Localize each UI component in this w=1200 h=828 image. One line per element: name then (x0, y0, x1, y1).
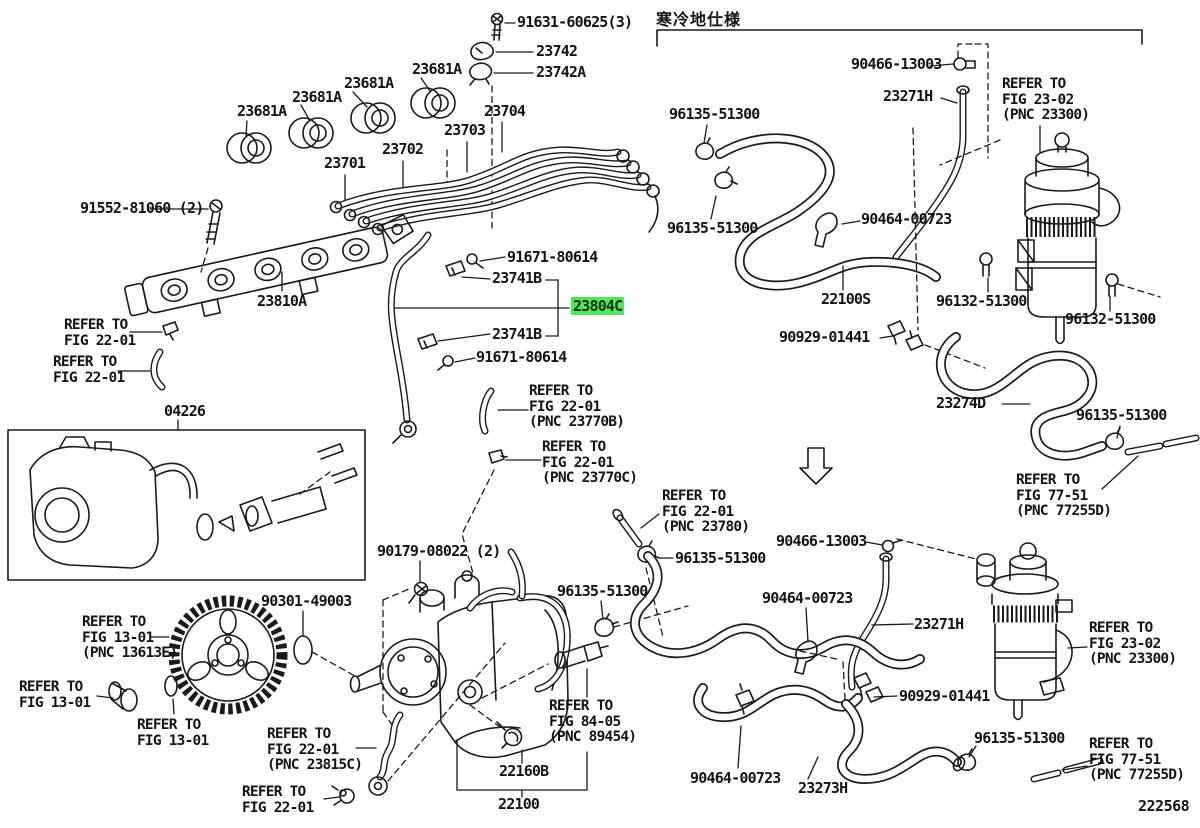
part-label-23741b-2[interactable]: 23741B (492, 325, 542, 343)
bolt-91631-icon (490, 12, 504, 41)
bolt-91552-icon (205, 199, 223, 245)
clip-icon (162, 321, 179, 341)
injection-pipes (329, 146, 660, 236)
part-bracket-22100 (456, 739, 588, 798)
timing-gear (108, 595, 313, 715)
part-label-23271h-1[interactable]: 23271H (883, 87, 933, 105)
clamp-23742-icon (469, 41, 494, 86)
part-label-23681a-1[interactable]: 23681A (412, 60, 462, 78)
part-label-90464-00723-3[interactable]: 90464-00723 (690, 769, 781, 787)
part-label-96135-51300-b[interactable]: 96135-51300 (675, 549, 766, 567)
part-label-90466-13003-1[interactable]: 90466-13003 (851, 55, 942, 73)
sensor-89454-icon (554, 641, 609, 669)
part-label-96132-51300-2[interactable]: 96132-51300 (1065, 310, 1156, 328)
part-label-90179-08022[interactable]: 90179-08022 (2) (377, 542, 501, 560)
part-label-23742[interactable]: 23742 (536, 42, 578, 60)
part-label-90301-49003[interactable]: 90301-49003 (261, 592, 352, 610)
injector-grommets (226, 87, 456, 164)
clamp-90929-top-icon (887, 320, 924, 351)
bolt-90179-icon (408, 581, 429, 604)
cold-region-header: 寒冷地仕様 (656, 10, 742, 29)
pipe-23271h-bottom (847, 552, 893, 691)
flow-arrow-icon (799, 447, 833, 485)
hose-23274d (935, 332, 1200, 461)
fuel-filter-top (1015, 132, 1121, 345)
fuel-return-pipe (387, 231, 432, 444)
part-label-90466-13003-2[interactable]: 90466-13003 (776, 532, 867, 550)
overflow-pipe (331, 711, 404, 806)
fuel-filter-bottom (976, 542, 1073, 721)
part-label-23274d[interactable]: 23274D (936, 394, 986, 412)
part-label-22100[interactable]: 22100 (498, 795, 540, 813)
supply-pump (349, 548, 571, 759)
sensor-96132-icons (979, 252, 1119, 297)
part-label-91671-80614-1[interactable]: 91671-80614 (507, 248, 598, 266)
hose-clamp-icons-top (695, 137, 838, 248)
part-label-23681a-3[interactable]: 23681A (292, 88, 342, 106)
hose-23770b-icon (479, 387, 495, 435)
part-label-04226[interactable]: 04226 (164, 402, 206, 420)
part-label-23702[interactable]: 23702 (382, 140, 424, 158)
hose-22100s (715, 133, 941, 291)
sensor-23770c-icon (488, 449, 508, 464)
clamp-icon-b (1105, 427, 1125, 450)
part-label-23804c[interactable]: 23804C (571, 297, 625, 315)
part-label-96135-51300-3[interactable]: 96135-51300 (1076, 406, 1167, 424)
part-label-23703[interactable]: 23703 (444, 121, 486, 139)
part-label-23810a[interactable]: 23810A (257, 292, 307, 310)
overhaul-kit-box (7, 419, 366, 581)
part-label-23271h-2[interactable]: 23271H (914, 615, 964, 633)
fuel-rail (124, 213, 414, 317)
part-label-96132-51300-1[interactable]: 96132-51300 (936, 292, 1027, 310)
part-label-90464-00723-1[interactable]: 90464-00723 (861, 210, 952, 228)
part-label-90929-01441-2[interactable]: 90929-01441 (899, 687, 990, 705)
nipple-90466-b-icon (881, 539, 903, 553)
bolt-22160b-icon (496, 721, 523, 749)
hoses-23273h (630, 551, 1104, 784)
part-label-96135-51300-a[interactable]: 96135-51300 (557, 582, 648, 600)
hose-clamp-icons-bottom (735, 640, 977, 771)
part-label-91671-80614-2[interactable]: 91671-80614 (476, 348, 567, 366)
diagram-number: 222568 (1138, 797, 1190, 815)
part-label-91631-60625[interactable]: 91631-60625(3) (517, 13, 633, 31)
cold-region-bracket (656, 29, 1143, 47)
part-label-23742a[interactable]: 23742A (536, 63, 586, 81)
part-label-96135-51300-1[interactable]: 96135-51300 (669, 105, 760, 123)
clamp-icon-a (594, 613, 619, 637)
part-label-90464-00723-2[interactable]: 90464-00723 (762, 589, 853, 607)
hose-stub-icon (150, 348, 166, 391)
part-label-22160b[interactable]: 22160B (499, 762, 549, 780)
pipe-clamp-icons (417, 253, 484, 371)
hose-stub-23780 (612, 508, 643, 548)
part-label-22100s[interactable]: 22100S (821, 290, 871, 308)
part-label-23701[interactable]: 23701 (324, 154, 366, 172)
part-label-23681a-4[interactable]: 23681A (237, 102, 287, 120)
part-label-90929-01441-1[interactable]: 90929-01441 (779, 328, 870, 346)
part-label-23273h[interactable]: 23273H (798, 779, 848, 797)
part-label-91552-81060[interactable]: 91552-81060 (2) (80, 199, 204, 217)
part-label-96135-51300-2[interactable]: 96135-51300 (667, 219, 758, 237)
part-label-96135-51300-4[interactable]: 96135-51300 (974, 729, 1065, 747)
part-label-23741b-1[interactable]: 23741B (492, 269, 542, 287)
pipe-23271h-top (892, 85, 970, 261)
part-label-23704[interactable]: 23704 (484, 102, 526, 120)
nipple-90466-icon (953, 57, 976, 71)
part-label-23681a-2[interactable]: 23681A (344, 74, 394, 92)
